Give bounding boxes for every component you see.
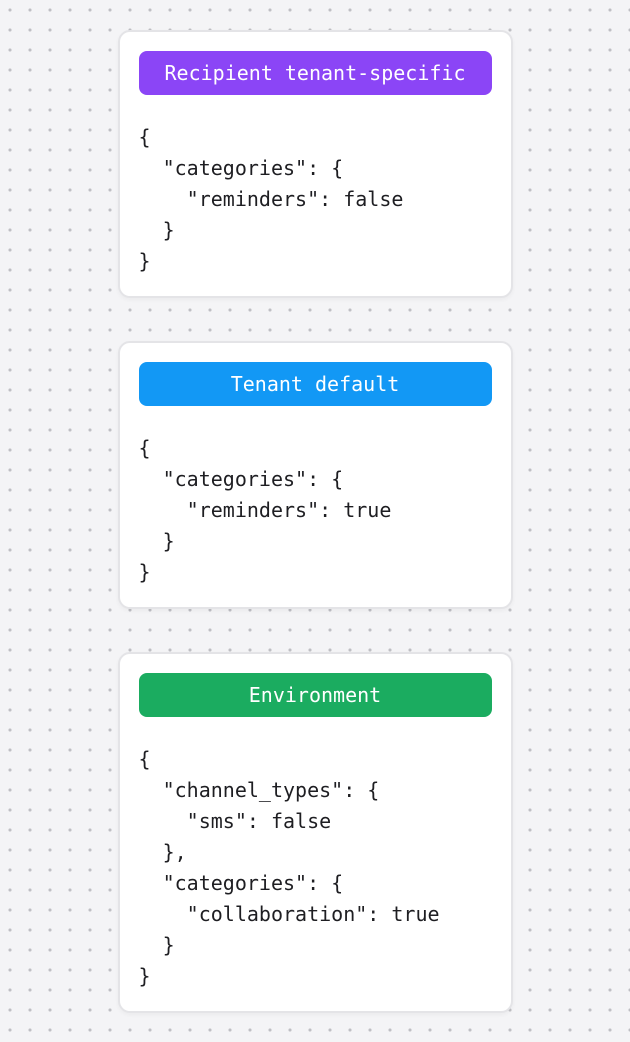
environment-badge: Environment — [138, 673, 492, 717]
recipient-tenant-specific-badge: Recipient tenant-specific — [138, 51, 492, 95]
card-recipient-tenant-specific: Recipient tenant-specific { "categories"… — [117, 30, 513, 298]
recipient-tenant-specific-json-code: { "categories": { "reminders": false } } — [138, 125, 404, 273]
card-environment: Environment { "channel_types": { "sms": … — [117, 652, 513, 1013]
card-tenant-default: Tenant default { "categories": { "remind… — [117, 341, 513, 609]
tenant-default-json-code: { "categories": { "reminders": true } } — [138, 436, 392, 584]
tenant-default-badge: Tenant default — [138, 362, 492, 406]
environment-json-code: { "channel_types": { "sms": false }, "ca… — [138, 747, 440, 988]
